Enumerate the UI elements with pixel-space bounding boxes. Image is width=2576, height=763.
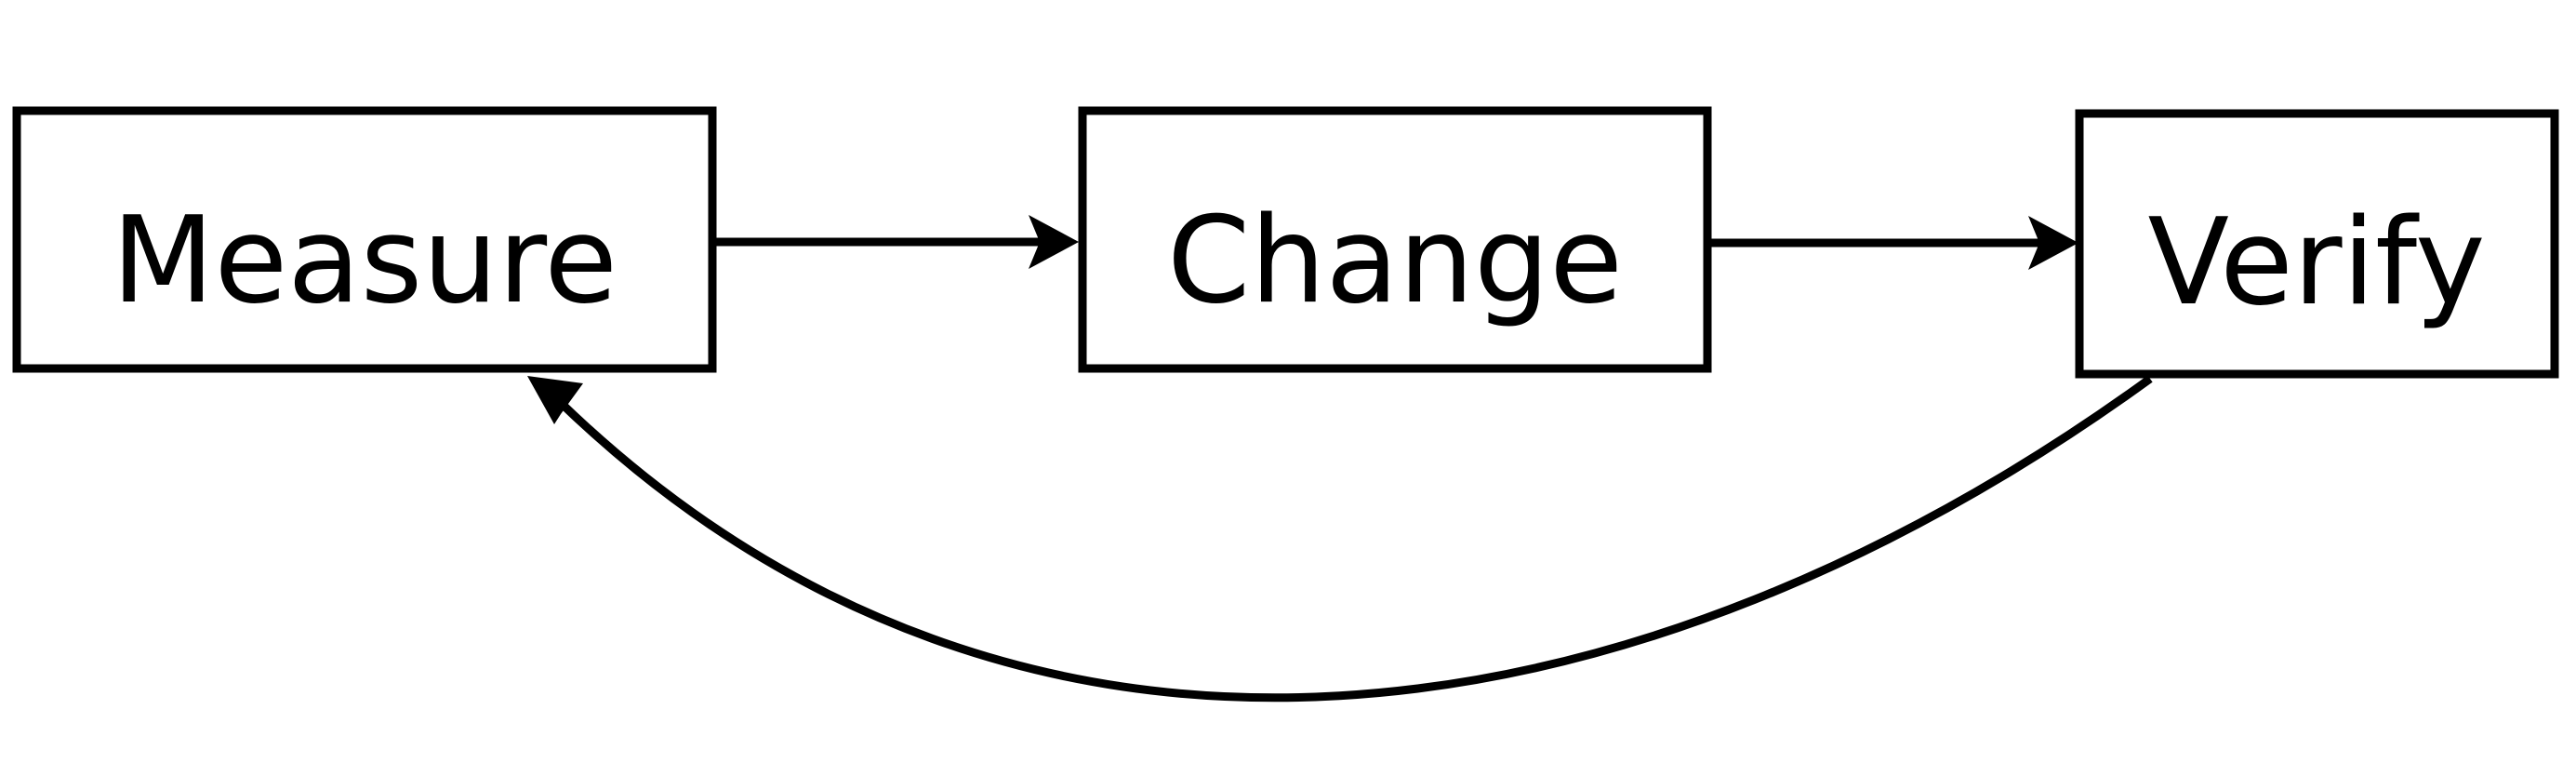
- edge-measure-to-change-arrowhead-icon: [1029, 215, 1079, 269]
- node-measure-label: Measure: [112, 192, 617, 330]
- node-measure: Measure: [12, 106, 717, 373]
- node-verify-label: Verify: [2147, 194, 2485, 332]
- node-change-label: Change: [1167, 192, 1623, 330]
- node-change-box: [1078, 106, 1712, 373]
- edge-change-to-verify: [1711, 216, 2078, 270]
- node-verify-box: [2075, 109, 2559, 379]
- edge-verify-to-measure: [527, 375, 2153, 703]
- edge-verify-to-measure-curve: [554, 375, 2153, 703]
- node-verify: Verify: [2075, 109, 2559, 379]
- node-change: Change: [1078, 106, 1712, 373]
- edge-change-to-verify-arrowhead-icon: [2028, 216, 2078, 270]
- node-measure-box: [12, 106, 717, 373]
- edge-verify-to-measure-arrowhead-icon: [527, 376, 583, 424]
- edge-measure-to-change: [714, 215, 1079, 269]
